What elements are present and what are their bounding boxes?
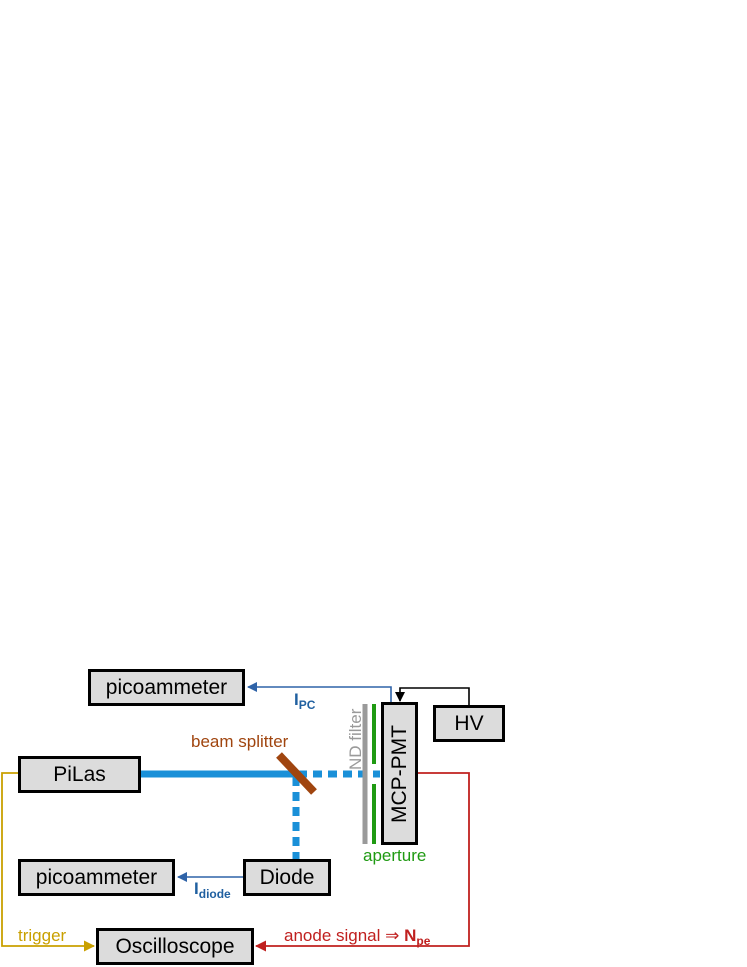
mcp-pmt-label: MCP-PMT xyxy=(387,724,411,823)
ipc-connection xyxy=(247,682,392,703)
beam-splitter-plate xyxy=(276,752,317,795)
aperture-label: aperture xyxy=(363,846,427,865)
nd-filter-label: ND filter xyxy=(346,700,365,770)
oscilloscope-box: Oscilloscope xyxy=(96,928,254,965)
trigger-label: trigger xyxy=(18,926,67,945)
ipc-subscript: PC xyxy=(298,698,316,712)
anode-signal-text: anode signal ⇒ xyxy=(284,926,405,945)
nd-filter-text: ND filter xyxy=(346,708,365,770)
beam-splitter-label: beam splitter xyxy=(191,732,289,751)
npe-subscript: pe xyxy=(416,934,431,948)
anode-signal-label: anode signal ⇒ Npe xyxy=(284,926,430,948)
diode-box: Diode xyxy=(243,859,331,896)
mcp-pmt-box: MCP-PMT xyxy=(381,702,418,845)
pilas-box: PiLas xyxy=(18,756,141,793)
picoammeter-bottom-box: picoammeter xyxy=(18,859,175,896)
npe-main: N xyxy=(404,926,417,945)
ipc-label: IPC xyxy=(294,690,315,712)
idiode-main: I xyxy=(194,879,199,898)
idiode-label: Idiode xyxy=(194,879,231,901)
idiode-subscript: diode xyxy=(198,887,231,901)
ipc-main: I xyxy=(294,690,299,709)
hv-connection xyxy=(395,687,470,705)
trigger-connection xyxy=(1,772,95,952)
anode-connection xyxy=(255,772,470,952)
hv-box: HV xyxy=(433,705,505,742)
picoammeter-top-box: picoammeter xyxy=(88,669,245,706)
